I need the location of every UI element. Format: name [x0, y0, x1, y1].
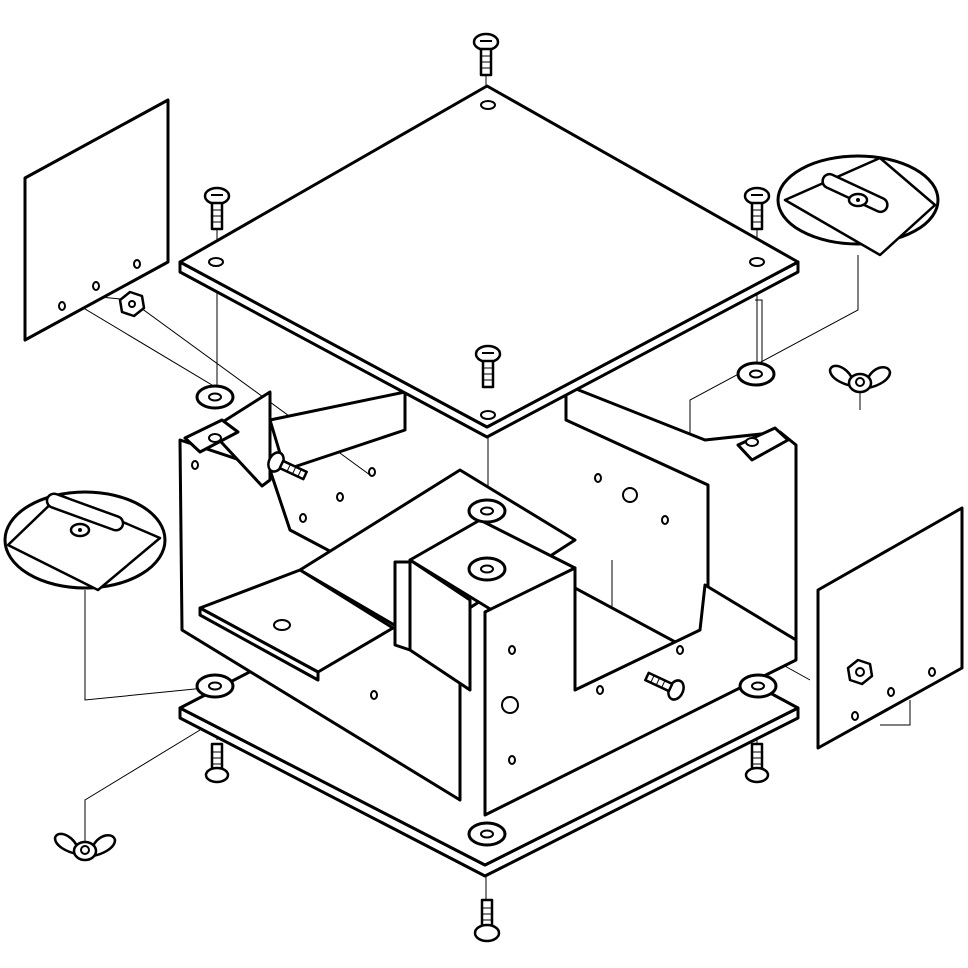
wing-nut-right — [828, 364, 892, 394]
right-side-panel — [816, 506, 964, 750]
top-cover-plate — [178, 84, 800, 439]
screw-side-left — [267, 451, 308, 481]
screw-bottom-left — [204, 742, 230, 784]
washer-top-right — [736, 361, 776, 387]
washer-center-lower — [467, 556, 507, 582]
left-side-panel — [23, 98, 170, 342]
washer-bottom-left — [195, 673, 235, 699]
washer-top-left — [195, 384, 235, 410]
mounting-clip-callout-top-right — [776, 154, 940, 257]
washer-center-upper — [467, 498, 507, 524]
screw-bottom-right — [744, 742, 770, 784]
screw-top-right — [743, 186, 771, 231]
hex-nut-right — [846, 658, 874, 686]
screw-top-center — [472, 32, 500, 77]
screw-top-left — [203, 186, 231, 231]
hex-nut-left — [118, 290, 146, 318]
wing-nut-left — [53, 832, 117, 862]
screw-side-right — [644, 671, 685, 701]
mounting-clip-callout-left — [3, 490, 167, 592]
washer-bottom-center — [467, 821, 507, 847]
screw-bottom-center — [473, 898, 501, 943]
washer-bottom-right — [738, 673, 778, 699]
screw-top-front — [474, 344, 502, 389]
